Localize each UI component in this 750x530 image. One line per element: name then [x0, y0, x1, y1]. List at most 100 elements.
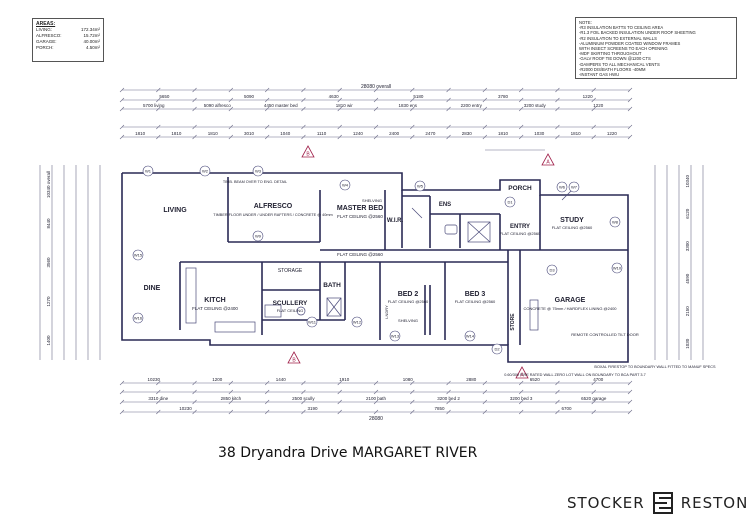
- dimension-tick: [482, 399, 488, 405]
- dimension-tick: [518, 106, 524, 112]
- dimension-bottom-row1: 1910: [339, 377, 350, 382]
- logo-mark-icon: [652, 492, 673, 514]
- dimension-left: 8440: [46, 218, 51, 229]
- dimension-tick: [555, 409, 560, 415]
- area-label: ALFRESCO:: [36, 33, 62, 38]
- dimension-bottom-row1: 6520: [530, 377, 541, 382]
- area-row: PORCH:4.50m²: [36, 45, 100, 51]
- dimension-top-row1: 5650: [159, 94, 170, 99]
- dimension-tick: [337, 87, 342, 93]
- opening-marker-label: W4: [342, 183, 349, 188]
- note-line: NOTE:: [579, 20, 592, 25]
- dimension-tick: [192, 389, 197, 395]
- dimension-top-row3: 1220: [607, 131, 618, 136]
- dimension-tick: [119, 97, 125, 103]
- dimension-top-row2: 5090 alfresco: [204, 103, 232, 108]
- dimension-tick: [446, 87, 451, 93]
- area-value: 40.00m²: [83, 39, 100, 44]
- dimension-tick: [337, 106, 342, 112]
- dimension-bottom-row1: 10230: [147, 377, 160, 382]
- dimension-top-row3: 1810: [135, 131, 146, 136]
- dimension-tick: [410, 124, 415, 130]
- area-value: 15.72m²: [83, 33, 100, 38]
- dimension-left: 10340 overall: [46, 171, 51, 198]
- alfresco-slab-note: TIMBER FLOOR UNDER / UNDER RAFTERS / CON…: [213, 213, 332, 217]
- dimension-top-row3: 1110: [317, 131, 327, 136]
- section-marker-arrow: [515, 366, 529, 379]
- opening-marker-circle: [306, 316, 318, 328]
- dimension-top-row2: 5700 living: [143, 103, 165, 108]
- dimension-right: 4590: [685, 273, 690, 284]
- dimension-tick: [301, 399, 306, 405]
- opening-marker-label: W8: [612, 220, 619, 225]
- dimension-right: 1030: [685, 338, 690, 349]
- dimension-tick: [192, 106, 197, 112]
- room-label-shelving: SHELVING: [362, 198, 382, 203]
- opening-marker-label: W5: [417, 184, 424, 189]
- dimension-bottom-row2: 3200 bed 2: [437, 396, 460, 401]
- dimension-tick: [591, 97, 596, 103]
- dimension-tick: [410, 97, 415, 103]
- dimension-tick: [373, 134, 379, 140]
- opening-marker-label: W12: [353, 320, 362, 325]
- dimension-tick: [555, 389, 560, 395]
- dimension-tick: [555, 97, 560, 103]
- dimension-right: 10340: [685, 174, 690, 187]
- dimension-tick: [627, 399, 633, 405]
- dimension-top-row3: 1810: [171, 131, 182, 136]
- note-line: -ALUMINIUM POWDER COATED WINDOW FRAMES: [579, 40, 681, 46]
- dimension-tick: [446, 399, 451, 405]
- room-label-storage: STORAGE: [278, 268, 303, 274]
- logo-text-right: RESTON: [680, 494, 749, 512]
- opening-marker-label: W14: [466, 334, 475, 339]
- opening-marker-circle: [504, 196, 516, 208]
- dimension-tick: [192, 87, 197, 93]
- dimension-top-row2: 3200 study: [524, 103, 547, 108]
- dimension-tick: [301, 87, 306, 93]
- dimension-tick: [192, 380, 197, 386]
- dimension-tick: [373, 124, 379, 130]
- dimension-tick: [156, 134, 161, 140]
- dimension-tick: [156, 380, 161, 386]
- property-address-caption: 38 Dryandra Drive MARGARET RIVER: [218, 445, 478, 461]
- garage-slab-note: CONCRETE @ 75mm / HARDFLEX LINING @2400: [523, 306, 617, 311]
- dimension-tick: [373, 389, 379, 395]
- opening-marker-label: W13: [391, 334, 400, 339]
- garage-door-note: REMOTE CONTROLLED TILT DOOR: [571, 332, 639, 337]
- dimension-tick: [446, 124, 451, 130]
- dimension-bottom-row3: 7850: [434, 406, 445, 411]
- dimension-top-row3: 1040: [280, 131, 291, 136]
- opening-marker-circle: [611, 262, 623, 274]
- dimension-tick: [301, 389, 306, 395]
- dimension-tick: [627, 97, 633, 103]
- dimension-tick: [156, 409, 161, 415]
- dimension-tick: [482, 380, 488, 386]
- dimension-top-row1: 1220: [583, 94, 594, 99]
- dimension-top-row1: 5090: [244, 94, 255, 99]
- dimension-tick: [518, 97, 524, 103]
- area-label: PORCH:: [36, 45, 54, 50]
- room-ceiling-bed2: FLAT CEILING @2560: [388, 299, 429, 304]
- opening-marker-circle: [568, 181, 580, 193]
- dimension-tick: [156, 399, 161, 405]
- dimension-bottom-row3: 10230: [179, 406, 192, 411]
- opening-marker-circle: [132, 312, 144, 324]
- dimension-tick: [518, 380, 524, 386]
- opening-marker-circle: [252, 230, 264, 242]
- dimension-tick: [156, 97, 161, 103]
- area-value: 172.34m²: [80, 27, 100, 32]
- note-line: -R1.3 FOIL BACKED INSULATION UNDER ROOF …: [579, 30, 696, 36]
- dimension-tick: [228, 106, 234, 112]
- section-marker-arrow: [541, 153, 555, 166]
- room-label-entry: ENTRY: [510, 224, 530, 230]
- dimension-tick: [446, 134, 451, 140]
- dimension-tick: [156, 389, 161, 395]
- dimension-tick: [627, 124, 633, 130]
- room-ceiling-entry: FLAT CEILING @2560: [500, 231, 541, 236]
- opening-marker-circle: [252, 165, 264, 177]
- dimension-tick: [482, 124, 488, 130]
- room-label-scullery: SCULLERY: [273, 300, 308, 307]
- dimension-tick: [591, 380, 596, 386]
- dimension-tick: [410, 87, 415, 93]
- dimension-bottom-row1: 1200: [212, 377, 223, 382]
